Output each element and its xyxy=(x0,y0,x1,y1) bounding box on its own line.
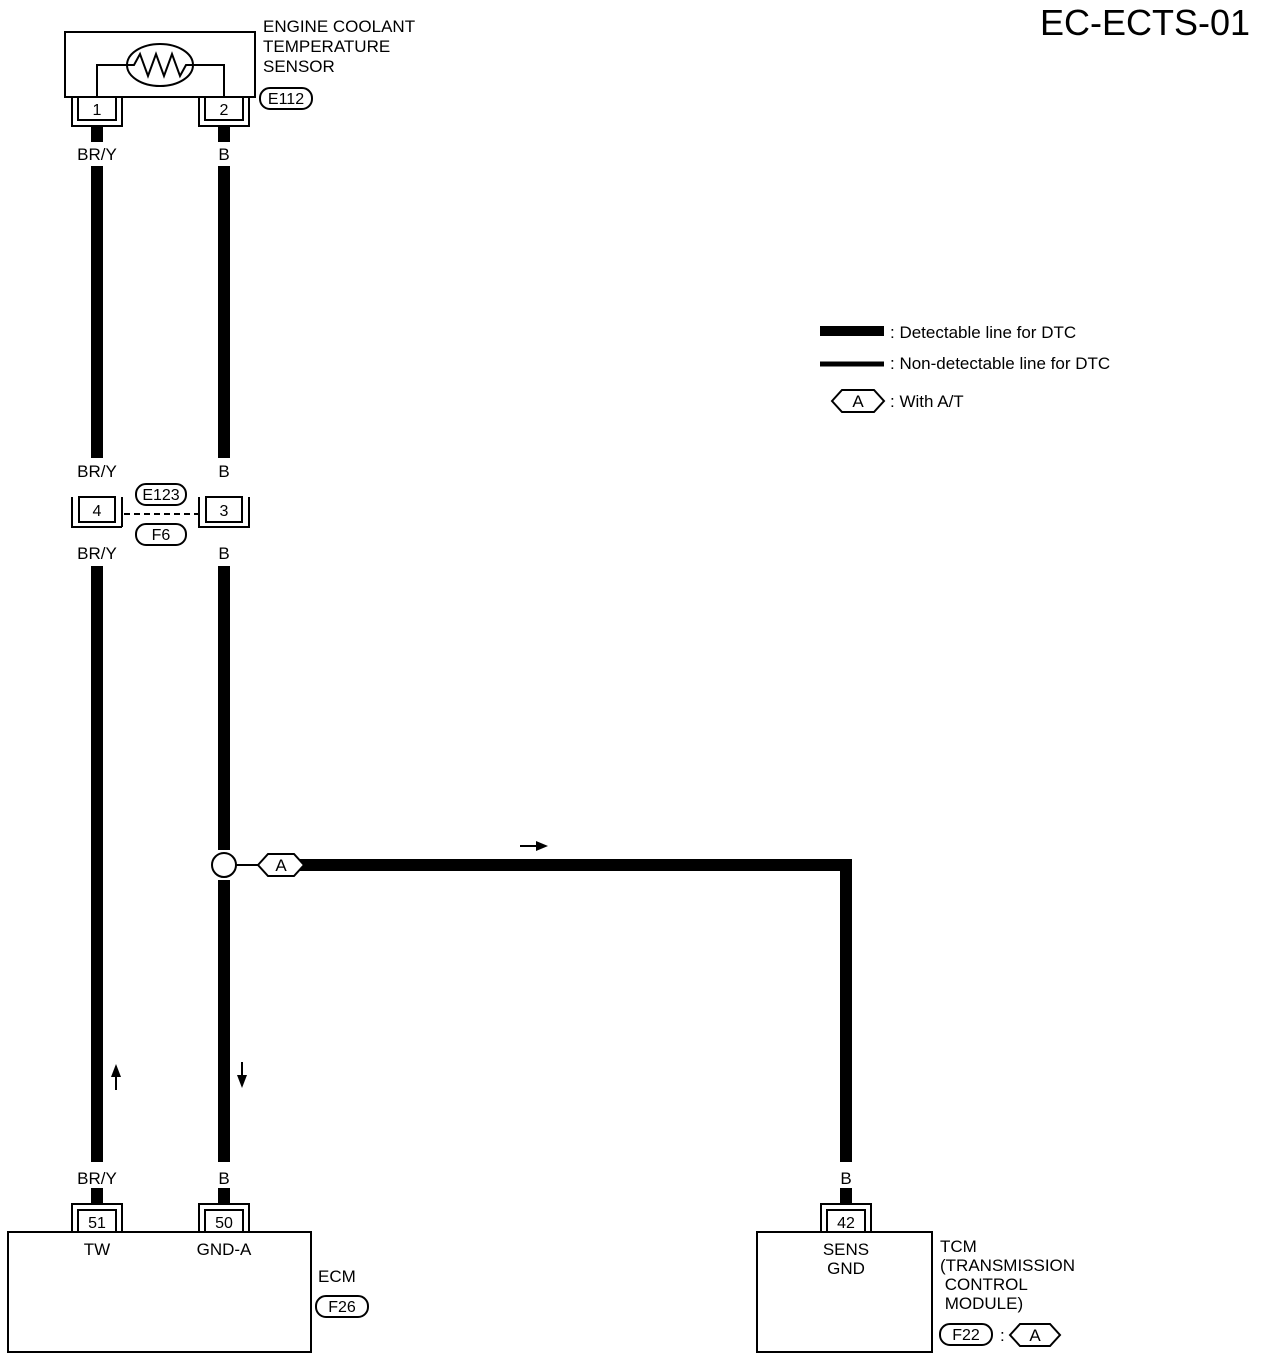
signal-arrows xyxy=(111,841,548,1090)
tcm-option-symbol: A xyxy=(1029,1326,1041,1345)
ecm-module: 51 50 TW GND-A ECM F26 xyxy=(7,1203,369,1353)
svg-text:50: 50 xyxy=(215,1215,233,1232)
arrow-down-icon xyxy=(237,1062,247,1088)
wire-b-branch-to-tcm xyxy=(300,859,852,1162)
splice-point-icon xyxy=(211,852,237,878)
page-code: EC-ECTS-01 xyxy=(1040,2,1250,43)
ecm-pin-name: TW xyxy=(84,1240,110,1259)
ecm-pin-51: 51 xyxy=(71,1203,123,1232)
legend-non-detectable-text: : Non-detectable line for DTC xyxy=(890,354,1110,373)
legend-option-symbol: A xyxy=(852,392,864,411)
ecm-connector-badge xyxy=(315,1295,369,1318)
coolant-temp-sensor: ENGINE COOLANT TEMPERATURE SENSOR E112 xyxy=(64,17,415,110)
sensor-body xyxy=(64,31,256,98)
sensor-connector-badge xyxy=(259,87,313,110)
wire-color-label: BR/Y xyxy=(77,145,117,164)
legend: : Detectable line for DTC : Non-detectab… xyxy=(820,323,1110,413)
wire-color-label: B xyxy=(218,544,229,563)
joint-connector: 4 3 E123 F6 xyxy=(71,483,250,546)
tcm-label-line2: (TRANSMISSION xyxy=(940,1256,1075,1275)
joint-pin-4: 4 xyxy=(71,496,123,528)
branch-option-symbol-icon xyxy=(256,853,306,877)
sensor-label-line3: SENSOR xyxy=(263,57,335,76)
wire-color-label: B xyxy=(218,462,229,481)
tcm-label-line4: MODULE) xyxy=(940,1294,1023,1313)
joint-connector-id-top: E123 xyxy=(142,487,179,504)
svg-text:1: 1 xyxy=(93,102,102,119)
svg-text:3: 3 xyxy=(220,503,229,520)
wire-color-label: BR/Y xyxy=(77,544,117,563)
legend-option-text: : With A/T xyxy=(890,392,964,411)
ecm-label: ECM xyxy=(318,1267,356,1286)
branch-option-symbol: A xyxy=(275,856,287,875)
wire-color-label: B xyxy=(218,1169,229,1188)
sensor-pin-2: 2 xyxy=(198,96,250,127)
legend-detectable-text: : Detectable line for DTC xyxy=(890,323,1076,342)
arrow-right-icon xyxy=(520,841,548,851)
ecm-connector-id: F26 xyxy=(328,1299,356,1316)
tcm-body xyxy=(756,1231,933,1353)
svg-text:51: 51 xyxy=(88,1215,106,1232)
wire-color-label: BR/Y xyxy=(77,1169,117,1188)
tcm-connector-suffix: : xyxy=(1000,1326,1005,1345)
tcm-option-symbol-icon xyxy=(1008,1323,1062,1347)
wire-color-label: B xyxy=(840,1169,851,1188)
legend-option-symbol-icon xyxy=(830,389,886,413)
tcm-pin-name-line1: SENS xyxy=(823,1240,869,1259)
joint-connector-badge-top xyxy=(135,483,187,506)
tcm-module: 42 SENS GND TCM (TRANSMISSION CONTROL MO… xyxy=(756,1203,1075,1353)
tcm-label-line3: CONTROL xyxy=(940,1275,1028,1294)
svg-text:2: 2 xyxy=(220,102,229,119)
sensor-label-line2: TEMPERATURE xyxy=(263,37,390,56)
joint-connector-badge-bottom xyxy=(135,523,187,546)
ecm-pin-name: GND-A xyxy=(197,1240,252,1259)
detectable-wires xyxy=(91,127,852,1204)
sensor-connector-id: E112 xyxy=(268,91,304,108)
joint-connector-id-bottom: F6 xyxy=(152,527,171,544)
branch-splice: A xyxy=(211,852,306,878)
tcm-pin-name-line2: GND xyxy=(827,1259,865,1278)
tcm-label-line1: TCM xyxy=(940,1237,977,1256)
wire-color-label: BR/Y xyxy=(77,462,117,481)
sensor-pin-1: 1 xyxy=(71,96,123,127)
joint-pin-3: 3 xyxy=(198,496,250,528)
ecm-body xyxy=(7,1231,312,1353)
svg-text:4: 4 xyxy=(93,503,102,520)
wire-color-label: B xyxy=(218,145,229,164)
thermistor-icon xyxy=(96,43,225,97)
ecm-pin-50: 50 xyxy=(198,1203,250,1232)
svg-text:42: 42 xyxy=(837,1215,855,1232)
tcm-pin-42: 42 xyxy=(820,1203,872,1232)
tcm-connector-badge xyxy=(939,1323,993,1346)
tcm-connector-id: F22 xyxy=(952,1327,980,1344)
sensor-label-line1: ENGINE COOLANT xyxy=(263,17,415,36)
arrow-up-icon xyxy=(111,1064,121,1090)
